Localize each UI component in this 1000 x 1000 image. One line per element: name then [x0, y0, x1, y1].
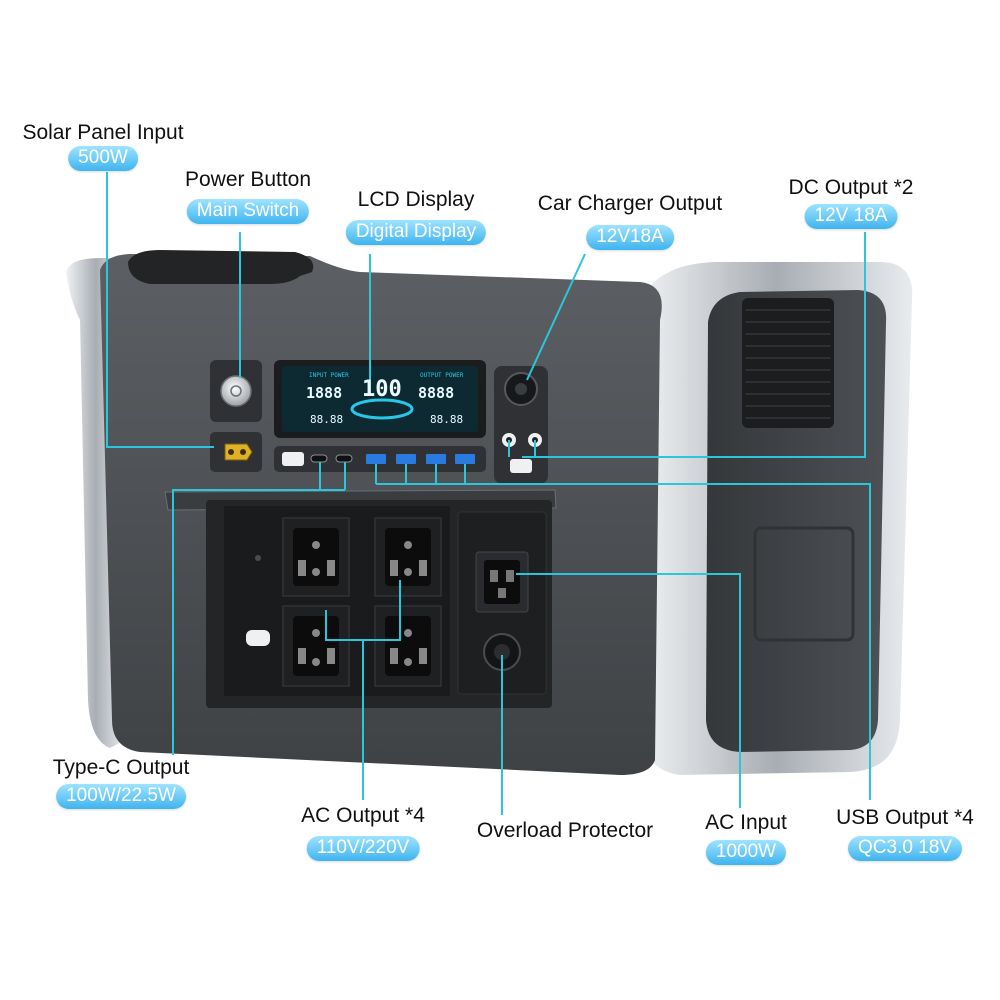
- power-button-icon: [220, 375, 252, 407]
- side-vent-slats: [746, 309, 830, 419]
- lcd-output-label: OUTPUT POWER: [420, 372, 464, 379]
- type-c-port-1-icon: [310, 454, 328, 463]
- dc-output-value: 12V 18A: [804, 204, 898, 229]
- overload-protector-label: Overload Protector: [476, 819, 654, 842]
- ac-input-line: [516, 573, 741, 808]
- ac-socket-2-icon: [374, 517, 442, 597]
- lcd-small-left: 88.88: [310, 413, 344, 426]
- car-line: [526, 253, 586, 381]
- xt60-port-icon: [224, 443, 253, 461]
- type-c-output-value: 100W/22.5W: [56, 784, 186, 809]
- lcd-input-label: INPUT POWER: [309, 372, 349, 379]
- usb-line: [376, 483, 871, 800]
- lcd-input-value: 1888: [306, 384, 343, 402]
- solar-panel-input-value: 500W: [68, 146, 138, 171]
- ac-socket-4-icon: [374, 605, 442, 687]
- type-c-output-label: Type-C Output: [52, 756, 190, 779]
- usb-a-port-2-icon: [396, 454, 416, 464]
- ac-output-label: AC Output *4: [301, 804, 425, 827]
- lcd-ring: [350, 398, 414, 420]
- solar-line: [106, 172, 214, 448]
- car-charger-output-value: 12V18A: [586, 225, 674, 250]
- usb-output-value: QC3.0 18V: [848, 836, 962, 861]
- usb-a-port-1-icon: [366, 454, 386, 464]
- usb-a-port-3-icon: [426, 454, 446, 464]
- ac-reset-icon: [246, 630, 270, 646]
- ac-input-value: 1000W: [705, 840, 787, 865]
- lcd-output-value: 8888: [418, 384, 455, 402]
- power-button-value: Main Switch: [186, 199, 310, 224]
- ac-socket-1-icon: [282, 517, 350, 597]
- side-vent: [742, 298, 834, 428]
- lcd-percent: 100: [362, 377, 402, 402]
- lcd-small-right: 88.88: [430, 413, 464, 426]
- usb-output-label: USB Output *4: [836, 806, 974, 829]
- ac-socket-3-icon: [282, 605, 350, 687]
- dc-line: [522, 232, 866, 458]
- usb-a-port-4-icon: [455, 454, 475, 464]
- handle-groove: [128, 250, 314, 284]
- car-charger-output-label: Car Charger Output: [537, 192, 723, 215]
- dc-output-label: DC Output *2: [788, 176, 914, 199]
- power-button-label: Power Button: [184, 168, 312, 191]
- lcd-display-value: Digital Display: [345, 220, 487, 245]
- ac-output-value: 110V/220V: [306, 836, 420, 861]
- side-recess: [753, 526, 855, 642]
- ac-input-label: AC Input: [705, 811, 787, 834]
- type-c-port-2-icon: [335, 454, 353, 463]
- usb-button-icon: [282, 452, 304, 466]
- ac-input-port-icon: [475, 551, 529, 613]
- solar-panel-input-label: Solar Panel Input: [22, 121, 184, 144]
- lcd-display-label: LCD Display: [357, 188, 475, 211]
- callout-lines: [106, 172, 871, 815]
- dc-switch-icon: [510, 459, 532, 473]
- type-c-line: [172, 489, 345, 755]
